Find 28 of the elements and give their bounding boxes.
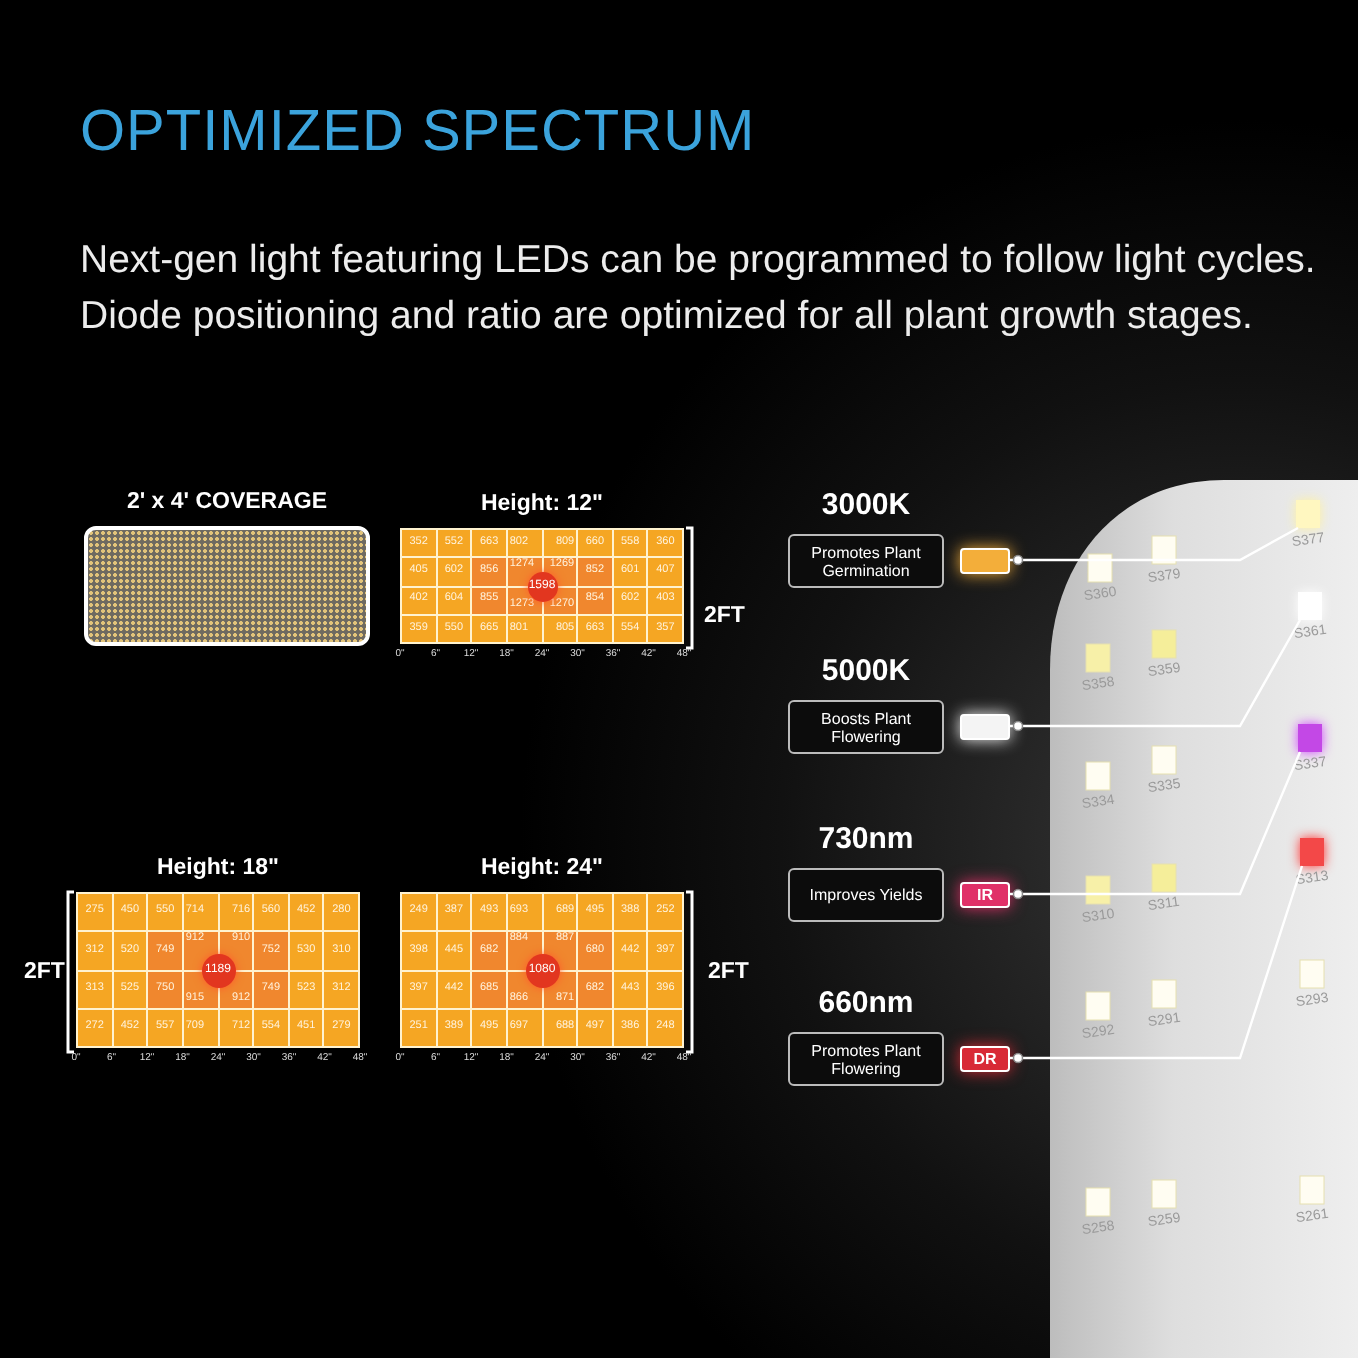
- description-text: Next-gen light featuring LEDs can be programmed to follow light cycles. Diode positioning and ratio are optimized for all plant growth stages.: [80, 236, 1318, 342]
- leader-line: [1010, 751, 1302, 900]
- spectrum-heading: 3000K: [821, 488, 911, 524]
- color-chip: DR: [960, 1045, 1010, 1071]
- dimension-label: 2FT: [708, 960, 749, 984]
- grid-heading: Height: 18": [156, 856, 280, 880]
- benefit-tag: Improves Yields: [788, 868, 944, 922]
- dimension-label: 2FT: [24, 960, 65, 984]
- grid-heading: Height: 24": [480, 856, 604, 880]
- benefit-tag: Promotes Plant Flowering: [788, 1032, 944, 1086]
- leader-line: [1010, 619, 1302, 732]
- leader-line: [1010, 865, 1304, 1064]
- spectrum-heading: 5000K: [821, 654, 911, 690]
- dimension-label: 2FT: [704, 604, 745, 628]
- benefit-tag: Boosts Plant Flowering: [788, 700, 944, 754]
- led-diode: [1298, 724, 1322, 752]
- benefit-tag: Promotes Plant Germination: [788, 534, 944, 588]
- spectrum-heading: 730nm: [818, 822, 914, 858]
- coverage-heading: 2' x 4' COVERAGE: [126, 490, 328, 514]
- color-chip: IR: [960, 881, 1010, 907]
- color-chip: [960, 713, 1010, 739]
- led-diode: [1300, 838, 1324, 866]
- title: OPTIMIZED SPECTRUM: [80, 100, 756, 166]
- leader-line: [1010, 526, 1299, 566]
- spectrum-heading: 660nm: [818, 986, 914, 1022]
- grid-heading: Height: 12": [480, 492, 604, 516]
- led-diode: [1296, 500, 1320, 528]
- color-chip: [960, 547, 1010, 573]
